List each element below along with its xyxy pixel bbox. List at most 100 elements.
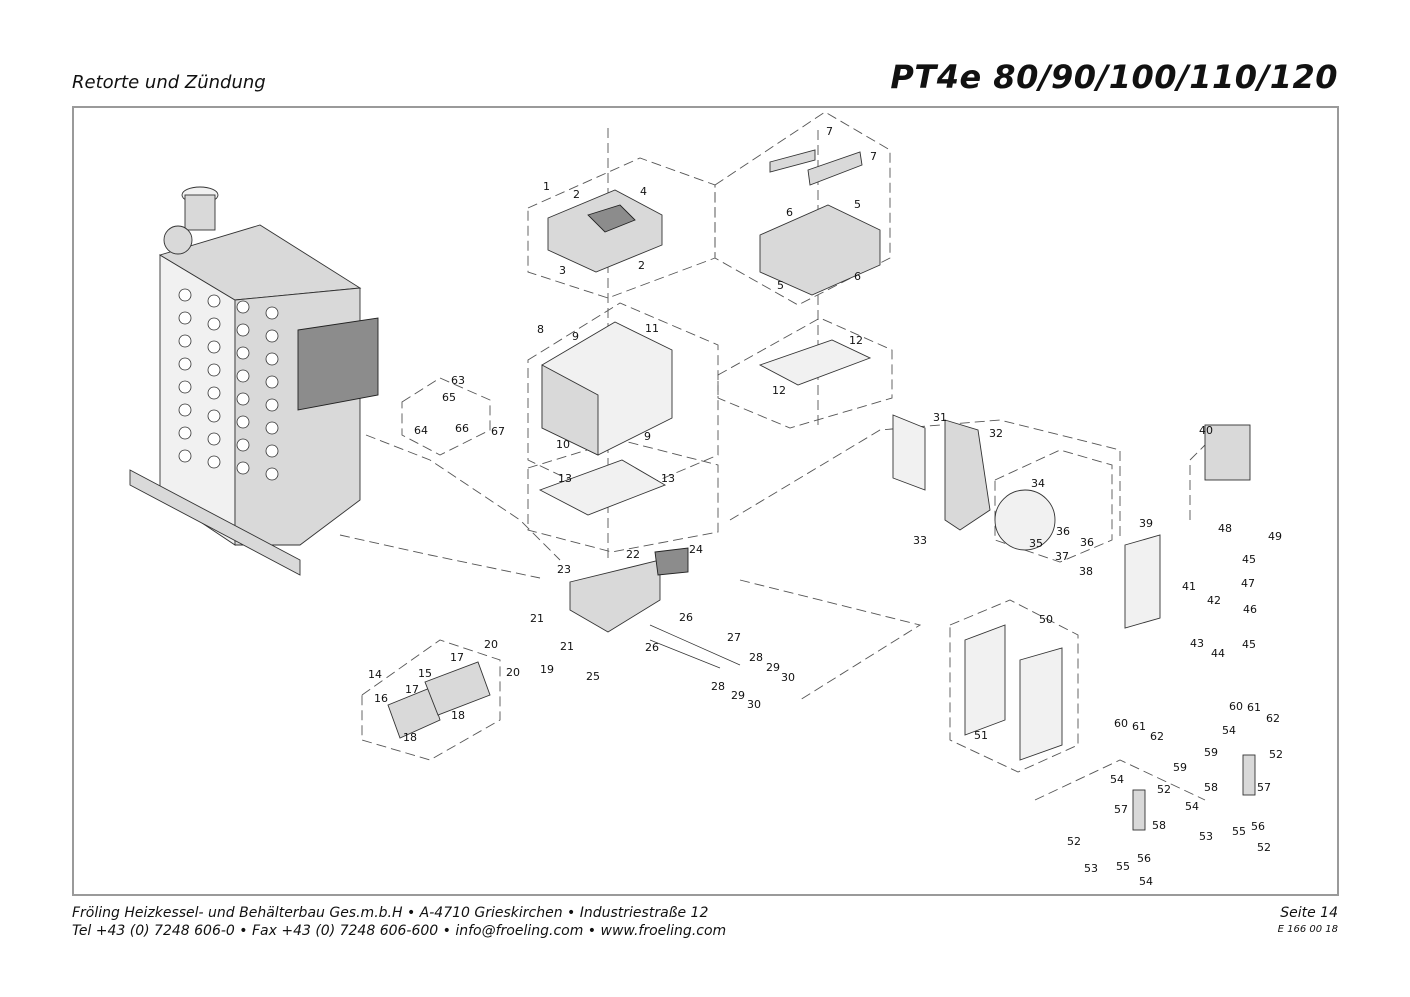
boiler-hole: [207, 317, 221, 331]
part-callout: 49: [1268, 530, 1282, 543]
part-callout: 54: [1222, 724, 1236, 737]
footer-contact-line: Tel +43 (0) 7248 606-0 • Fax +43 (0) 724…: [72, 923, 727, 939]
boiler-hole: [265, 444, 279, 458]
part-callout: 36: [1080, 536, 1094, 549]
boiler-hole: [207, 455, 221, 469]
part-callout: 18: [403, 731, 417, 744]
part-callout: 43: [1190, 637, 1204, 650]
part-callout: 2: [638, 259, 645, 272]
part-callout: 61: [1247, 701, 1261, 714]
part-callout: 64: [414, 424, 428, 437]
igniters: [1132, 754, 1256, 831]
boiler-hole: [178, 357, 192, 371]
boiler-hole: [236, 346, 250, 360]
part-callout: 57: [1257, 781, 1271, 794]
part-callout: 54: [1139, 875, 1153, 888]
fan-parts: [892, 414, 1251, 761]
part-callout: 30: [747, 698, 761, 711]
boiler-hole: [207, 386, 221, 400]
boiler-hole: [236, 392, 250, 406]
part-callout: 39: [1139, 517, 1153, 530]
boiler-hole: [236, 300, 250, 314]
boiler-hole: [178, 311, 192, 325]
part-callout: 8: [537, 323, 544, 336]
part-callout: 29: [766, 661, 780, 674]
part-callout: 31: [933, 411, 947, 424]
part-callout: 22: [626, 548, 640, 561]
part-callout: 42: [1207, 594, 1221, 607]
part-callout: 13: [558, 472, 572, 485]
part-callout: 2: [573, 188, 580, 201]
part-callout: 7: [826, 125, 833, 138]
part-callout: 48: [1218, 522, 1232, 535]
part-callout: 59: [1173, 761, 1187, 774]
part-callout: 51: [974, 729, 988, 742]
boiler-hole: [207, 363, 221, 377]
boiler-hole: [178, 403, 192, 417]
combustion-chamber-box: [541, 321, 673, 456]
part-callout: 40: [1199, 424, 1213, 437]
boiler-hole: [178, 334, 192, 348]
part-callout: 12: [849, 334, 863, 347]
boiler-hole: [265, 421, 279, 435]
part-callout: 27: [727, 631, 741, 644]
part-callout: 65: [442, 391, 456, 404]
boiler-hole: [265, 467, 279, 481]
part-callout: 58: [1204, 781, 1218, 794]
part-callout: 3: [559, 264, 566, 277]
boiler-hole: [236, 461, 250, 475]
boiler-hole: [178, 380, 192, 394]
part-callout: 62: [1266, 712, 1280, 725]
gaskets: [538, 339, 872, 516]
boiler-hole: [265, 329, 279, 343]
part-callout: 52: [1269, 748, 1283, 761]
part-callout: 59: [1204, 746, 1218, 759]
boiler-hole: [236, 415, 250, 429]
part-callout: 5: [854, 198, 861, 211]
part-callout: 56: [1137, 852, 1151, 865]
part-callout: 38: [1079, 565, 1093, 578]
grate-bars: [387, 624, 741, 739]
part-callout: 6: [854, 270, 861, 283]
part-callout: 55: [1232, 825, 1246, 838]
page-number: Seite 14: [1280, 905, 1338, 921]
boiler-hole: [236, 369, 250, 383]
part-callout: 57: [1114, 803, 1128, 816]
part-callout: 20: [484, 638, 498, 651]
part-callout: 24: [689, 543, 703, 556]
part-callout: 23: [557, 563, 571, 576]
part-callout: 61: [1132, 720, 1146, 733]
part-callout: 46: [1243, 603, 1257, 616]
part-callout: 28: [711, 680, 725, 693]
part-callout: 26: [645, 641, 659, 654]
part-callout: 19: [540, 663, 554, 676]
part-callout: 12: [772, 384, 786, 397]
part-callout: 53: [1084, 862, 1098, 875]
part-callout: 52: [1067, 835, 1081, 848]
part-callout: 47: [1241, 577, 1255, 590]
boiler-hole: [207, 294, 221, 308]
footer-contact: Fröling Heizkessel- und Behälterbau Ges.…: [72, 904, 726, 940]
part-callout: 50: [1039, 613, 1053, 626]
part-callout: 1: [543, 180, 550, 193]
part-callout: 60: [1229, 700, 1243, 713]
part-callout: 62: [1150, 730, 1164, 743]
part-callout: 9: [644, 430, 651, 443]
part-callout: 16: [374, 692, 388, 705]
boiler-hole: [265, 352, 279, 366]
section-title: Retorte und Zündung: [72, 72, 266, 93]
part-callout: 45: [1242, 553, 1256, 566]
part-callout: 13: [661, 472, 675, 485]
part-callout: 4: [640, 185, 647, 198]
part-callout: 34: [1031, 477, 1045, 490]
part-callout: 41: [1182, 580, 1196, 593]
part-callout: 52: [1257, 841, 1271, 854]
boiler-hole: [207, 432, 221, 446]
exploded-view-frame: [72, 106, 1339, 896]
part-callout: 15: [418, 667, 432, 680]
boiler-hole: [265, 398, 279, 412]
part-callout: 60: [1114, 717, 1128, 730]
part-callout: 58: [1152, 819, 1166, 832]
boiler-hole: [207, 409, 221, 423]
